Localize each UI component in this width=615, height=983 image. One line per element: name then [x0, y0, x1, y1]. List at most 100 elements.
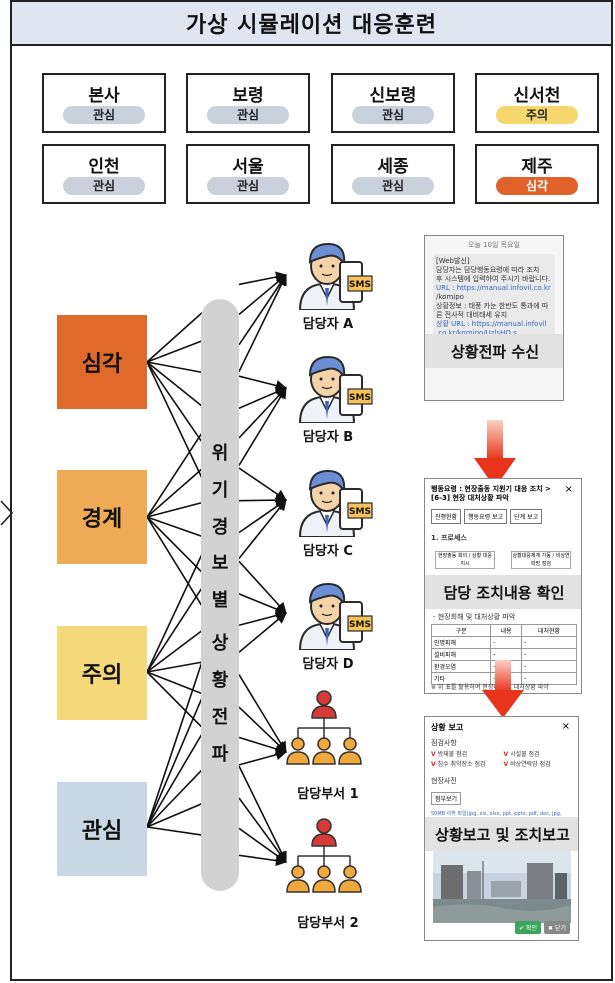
pillar-char: 황 [211, 670, 229, 691]
site-name: 제주 [521, 157, 553, 177]
chevron-right-icon [0, 500, 14, 526]
person-sms-icon: SMS [282, 463, 374, 541]
svg-text:SMS: SMS [349, 620, 371, 630]
recipient-label: 담당자 B [302, 430, 354, 445]
table-cell: - [521, 672, 577, 685]
check-item: V 시설물 점검 [503, 751, 540, 758]
pillar-char: 위 [211, 443, 229, 464]
check-note: - 현장회해 및 대처상황 파악 [433, 613, 516, 621]
svg-text:SMS: SMS [349, 280, 371, 290]
status-badge: 관심 [352, 106, 434, 124]
report-title: 상황 보고 [431, 723, 464, 732]
table-header: 대처현황 [521, 624, 577, 637]
pillar-char: 전 [211, 707, 229, 728]
check-item-label: 방재물 점검 [437, 751, 468, 758]
check-item: V 침수 취약장소 점검 [431, 761, 486, 768]
flow-step-1: 현장출동 회의 / 상황 대응 지시 [435, 551, 495, 569]
message-line: 담당자는 담당행동요령에 따라 조치 [436, 266, 540, 274]
receive-caption: 상황전파 수신 [425, 334, 563, 368]
situation-report-panel: 상황 보고 × 점검사항 V 방재물 점검 V 시설물 점검 V 침수 취약장소 점… [424, 716, 579, 941]
team-org-icon [278, 818, 370, 902]
pillar-char: 별 [211, 590, 229, 611]
check-item-label: 비상연락망 점검 [510, 761, 551, 768]
check-item: V 방재물 점검 [431, 751, 468, 758]
close-button[interactable]: ✖ 닫기 [544, 921, 570, 934]
team-org-icon [278, 690, 370, 774]
check-tab-button[interactable]: 단계 보고 [510, 509, 543, 524]
site-name: 세종 [377, 157, 409, 177]
page-title: 가상 시뮬레이션 대응훈련 [10, 0, 613, 46]
table-cell: 기타 [430, 672, 492, 685]
table-cell: - [521, 660, 577, 673]
table-cell: - [521, 648, 577, 661]
red-down-arrow-1 [474, 420, 516, 488]
table-row: 설비피해-- [430, 648, 577, 661]
close-icon[interactable]: × [561, 721, 570, 732]
person-sms-icon: SMS [282, 236, 374, 314]
table-cell: 환경오염 [430, 660, 492, 673]
table-header: 구분 [430, 624, 492, 637]
level-box-3: 관심 [57, 782, 147, 876]
close-icon[interactable]: × [564, 484, 573, 495]
message-line: 상황정보 : 태풍 카눈 한반도 통과에 따른 전사적 대비태세 유지 [436, 302, 549, 319]
flow-step-2: 상황대응체계 가동 / 비상연락망 점검 [511, 551, 571, 569]
status-badge: 관심 [207, 177, 289, 195]
report-caption: 상황보고 및 조치보고 [425, 817, 578, 851]
process-flow: 현장출동 회의 / 상황 대응 지시 상황대응체계 가동 / 비상연락망 점검 [435, 551, 571, 569]
person-sms-icon: SMS [282, 576, 374, 654]
pillar-char: 파 [211, 744, 229, 765]
message-line: .co.kr/komipo/UzlsHQ.s [436, 329, 517, 337]
table-row: 인명피해-- [430, 636, 577, 649]
message-line: 상황 URL : https://manual.infovil [436, 320, 547, 328]
status-badge: 관심 [207, 106, 289, 124]
person-sms-icon: SMS [282, 349, 374, 427]
check-section-label: 점검사항 [431, 739, 457, 747]
message-line: URL : https://manual.infovil.co.kr [436, 284, 551, 292]
table-cell: - [490, 648, 523, 661]
message-line: 후 시스템에 입력하여 주시기 바랍니다. [436, 275, 551, 283]
confirm-button[interactable]: ✔ 확인 [515, 921, 542, 934]
pillar-char: 보 [211, 553, 229, 574]
table-header: 내용 [490, 624, 523, 637]
site-name: 서울 [232, 157, 264, 177]
table-cell: 설비피해 [430, 648, 492, 661]
process-heading: 1. 프로세스 [431, 534, 467, 542]
svg-text:SMS: SMS [349, 393, 371, 403]
level-box-0: 심각 [57, 315, 147, 409]
level-box-2: 주의 [57, 626, 147, 720]
report-actions: ✔ 확인 ✖ 닫기 [515, 921, 570, 934]
status-badge: 심각 [496, 177, 578, 195]
attach-label: 현장사진 [431, 777, 457, 785]
svg-text:SMS: SMS [349, 507, 371, 517]
status-badge: 관심 [352, 177, 434, 195]
attach-button[interactable]: 첨부보기 [431, 792, 462, 805]
message-line: /komipo [436, 293, 464, 301]
site-name: 본사 [88, 86, 120, 106]
diagram-frame [10, 0, 613, 981]
check-tab-button[interactable]: 행동요령 보고 [464, 509, 508, 524]
action-check-panel: 행동요령 : 현장출동 지원기 대응 조치 > [6-3] 현장 대처상황 파악… [424, 478, 582, 694]
recipient-label: 담당자 D [302, 657, 354, 672]
table-row: 기타-- [430, 672, 577, 685]
check-caption: 담당 조치내용 확인 [425, 575, 581, 609]
check-item-label: 침수 취약장소 점검 [437, 761, 486, 768]
check-title: 행동요령 : 현장출동 지원기 대응 조치 > [6-3] 현장 대처상황 파악 [431, 485, 551, 502]
check-item: V 비상연락망 점검 [503, 761, 551, 768]
message-date: 오늘 10일 목요일 [468, 241, 520, 249]
site-name: 신서천 [513, 86, 561, 106]
recipient-label: 담당부서 2 [297, 916, 359, 931]
check-tab-button[interactable]: 진행현황 [431, 509, 462, 524]
site-name: 신보령 [369, 86, 417, 106]
